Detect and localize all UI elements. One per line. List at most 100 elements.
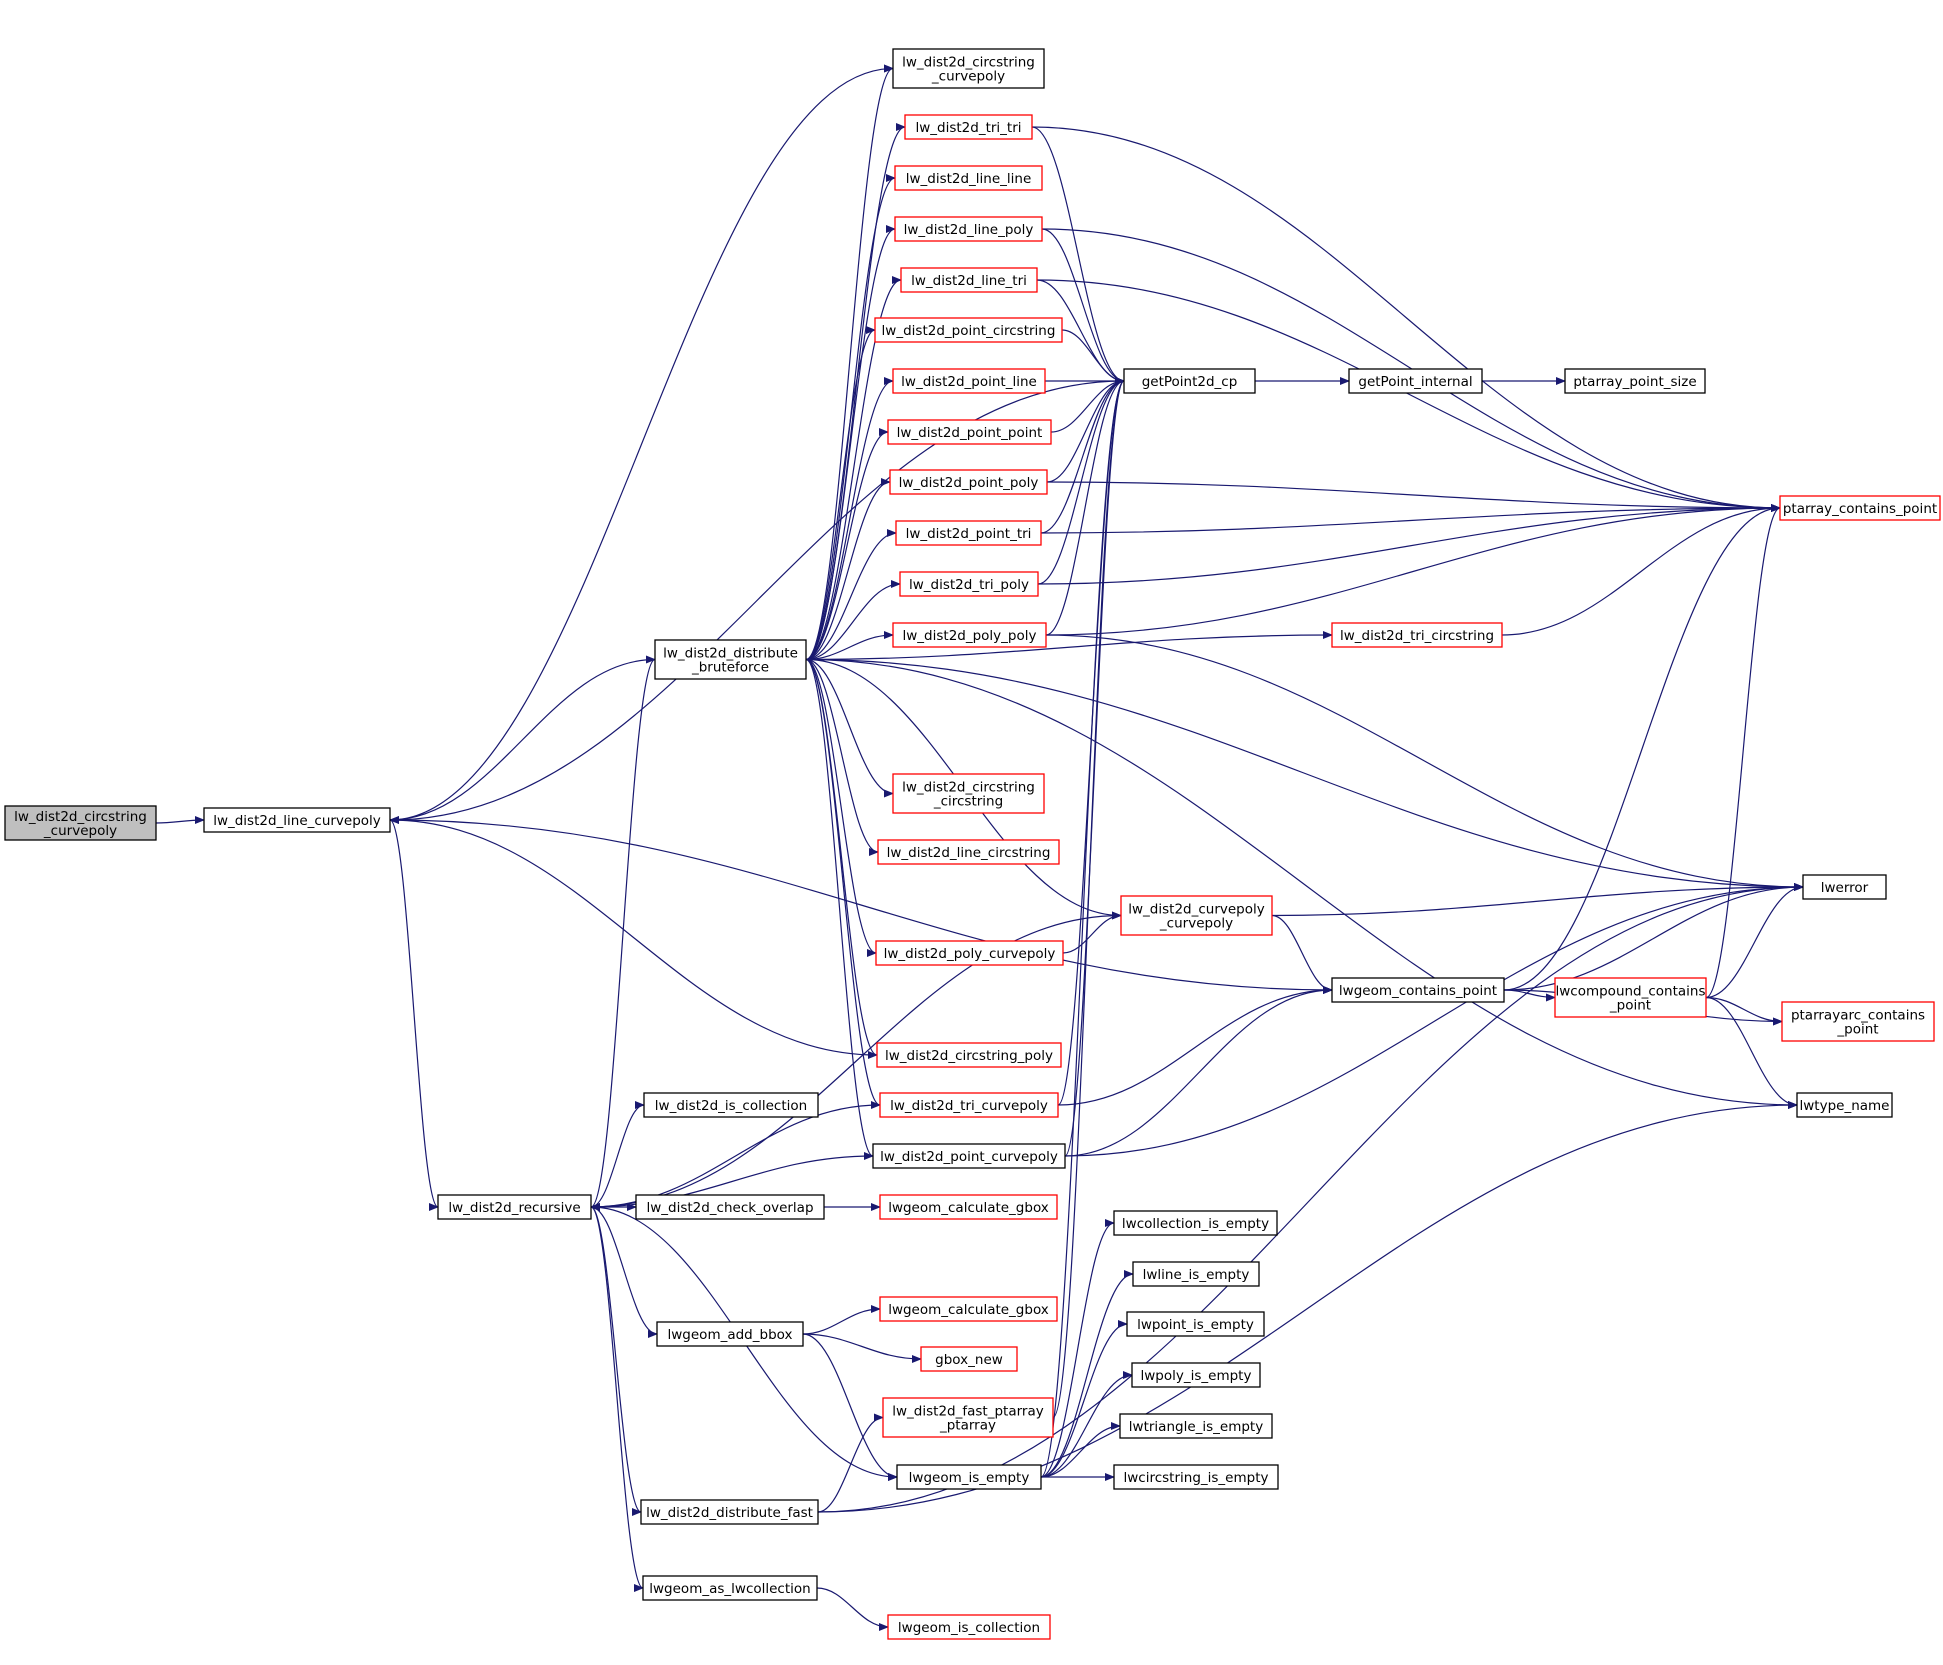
edge-point_curvepoly-to-lwerror	[1064, 883, 1804, 1157]
edge-distribute_bruteforce-to-circstring_curvepoly_top	[805, 64, 894, 661]
node-box-as_lwcollection	[642, 1575, 818, 1601]
node-label-calc_gbox_2-0: lwgeom_calculate_gbox	[888, 1302, 1049, 1318]
node-root[interactable]: lw_dist2d_circstring_curvepoly	[4, 805, 157, 841]
node-line_line[interactable]: lw_dist2d_line_line	[894, 165, 1043, 191]
edge-lwcompound_contains_point-to-ptarrayarc_contains_point	[1705, 996, 1783, 1026]
node-lwgeom_is_empty[interactable]: lwgeom_is_empty	[896, 1464, 1042, 1490]
node-box-tri_curvepoly	[879, 1092, 1059, 1118]
node-box-getpoint2d_cp	[1123, 368, 1256, 394]
node-lwpoly_is_empty[interactable]: lwpoly_is_empty	[1131, 1362, 1261, 1388]
node-lwcompound_contains_point[interactable]: lwcompound_contains_point	[1554, 977, 1707, 1018]
node-box-point_tri	[895, 520, 1042, 546]
node-box-circstring_circstring	[892, 773, 1045, 814]
node-box-lwgeom_is_empty	[896, 1464, 1042, 1490]
node-point_circstring[interactable]: lw_dist2d_point_circstring	[874, 317, 1063, 343]
node-label-ptarray_contains_point-0: ptarray_contains_point	[1783, 501, 1937, 517]
nodes-layer: lw_dist2d_circstring_curvepoly lw_dist2d_…	[4, 48, 1941, 1640]
node-box-point_circstring	[874, 317, 1063, 343]
node-line_poly[interactable]: lw_dist2d_line_poly	[894, 216, 1043, 242]
edge-distribute_bruteforce-to-line_tri	[805, 276, 902, 661]
edge-recursive-to-is_collection	[590, 1101, 645, 1208]
edge-distribute_bruteforce-to-poly_poly	[805, 631, 894, 661]
node-point_line[interactable]: lw_dist2d_point_line	[892, 368, 1046, 394]
node-calc_gbox_2[interactable]: lwgeom_calculate_gbox	[879, 1296, 1058, 1322]
edge-tri_poly-to-ptarray_contains_point	[1037, 504, 1781, 585]
edge-tri_tri-to-getpoint2d_cp	[1031, 126, 1125, 385]
node-label-circstring_circstring-1: _circstring	[933, 794, 1003, 810]
node-tri_circstring[interactable]: lw_dist2d_tri_circstring	[1331, 622, 1503, 648]
node-box-point_line	[892, 368, 1046, 394]
node-recursive[interactable]: lw_dist2d_recursive	[437, 1194, 592, 1220]
node-check_overlap[interactable]: lw_dist2d_check_overlap	[635, 1194, 825, 1220]
edge-line_tri-to-ptarray_contains_point	[1036, 279, 1781, 512]
node-tri_poly[interactable]: lw_dist2d_tri_poly	[899, 571, 1039, 597]
node-getpoint_internal[interactable]: getPoint_internal	[1348, 368, 1483, 394]
node-circstring_circstring[interactable]: lw_dist2d_circstring_circstring	[892, 773, 1045, 814]
node-label-check_overlap-0: lw_dist2d_check_overlap	[646, 1200, 813, 1216]
node-fast_ptarray[interactable]: lw_dist2d_fast_ptarray_ptarray	[882, 1397, 1054, 1438]
node-label-fast_ptarray-1: _ptarray	[939, 1418, 996, 1434]
node-box-add_bbox	[656, 1321, 804, 1347]
node-lwtriangle_is_empty[interactable]: lwtriangle_is_empty	[1119, 1413, 1273, 1439]
node-label-lwpoint_is_empty-0: lwpoint_is_empty	[1137, 1317, 1254, 1333]
node-as_lwcollection[interactable]: lwgeom_as_lwcollection	[642, 1575, 818, 1601]
node-label-ptarrayarc_contains_point-0: ptarrayarc_contains	[1791, 1008, 1925, 1024]
node-circstring_curvepoly_top[interactable]: lw_dist2d_circstring_curvepoly	[892, 48, 1045, 89]
node-poly_curvepoly[interactable]: lw_dist2d_poly_curvepoly	[875, 940, 1064, 966]
node-label-lwgeom_is_empty-0: lwgeom_is_empty	[909, 1470, 1030, 1486]
edge-distribute_bruteforce-to-point_curvepoly	[805, 658, 874, 1160]
edge-point_curvepoly-to-recursive	[590, 1155, 874, 1211]
edge-lwcompound_contains_point-to-ptarray_contains_point	[1705, 504, 1781, 999]
node-line_curvepoly[interactable]: lw_dist2d_line_curvepoly	[203, 807, 391, 833]
node-line_tri[interactable]: lw_dist2d_line_tri	[900, 267, 1038, 293]
edge-tri_tri-to-ptarray_contains_point	[1031, 126, 1781, 512]
node-gbox_new[interactable]: gbox_new	[920, 1346, 1018, 1372]
node-box-tri_circstring	[1331, 622, 1503, 648]
node-label-lwgeom_is_collection-0: lwgeom_is_collection	[898, 1620, 1040, 1636]
node-point_tri[interactable]: lw_dist2d_point_tri	[895, 520, 1042, 546]
node-getpoint2d_cp[interactable]: getPoint2d_cp	[1123, 368, 1256, 394]
node-point_poly[interactable]: lw_dist2d_point_poly	[889, 469, 1048, 495]
node-lwpoint_is_empty[interactable]: lwpoint_is_empty	[1126, 1311, 1265, 1337]
node-is_collection[interactable]: lw_dist2d_is_collection	[643, 1092, 819, 1118]
node-lwgeom_contains_point[interactable]: lwgeom_contains_point	[1331, 977, 1505, 1003]
node-label-line_poly-0: lw_dist2d_line_poly	[904, 222, 1034, 238]
node-label-lwcompound_contains_point-0: lwcompound_contains	[1555, 984, 1705, 1000]
node-circstring_poly[interactable]: lw_dist2d_circstring_poly	[876, 1042, 1062, 1068]
node-lwcircstring_is_empty[interactable]: lwcircstring_is_empty	[1113, 1464, 1279, 1490]
edge-lwcompound_contains_point-to-lwtype_name	[1705, 996, 1798, 1109]
node-label-lwcompound_contains_point-1: _point	[1609, 998, 1651, 1014]
node-lwgeom_is_collection[interactable]: lwgeom_is_collection	[887, 1614, 1051, 1640]
node-calc_gbox_1[interactable]: lwgeom_calculate_gbox	[879, 1194, 1058, 1220]
node-lwtype_name[interactable]: lwtype_name	[1796, 1092, 1893, 1118]
node-distribute_fast[interactable]: lw_dist2d_distribute_fast	[640, 1499, 819, 1525]
node-box-gbox_new	[920, 1346, 1018, 1372]
node-label-point_tri-0: lw_dist2d_point_tri	[906, 526, 1032, 542]
node-tri_tri[interactable]: lw_dist2d_tri_tri	[904, 114, 1033, 140]
node-label-add_bbox-0: lwgeom_add_bbox	[668, 1327, 793, 1343]
edge-point_tri-to-ptarray_contains_point	[1040, 504, 1781, 534]
node-distribute_bruteforce[interactable]: lw_dist2d_distribute_bruteforce	[654, 639, 807, 680]
node-curvepoly_curvepoly[interactable]: lw_dist2d_curvepoly_curvepoly	[1120, 895, 1273, 936]
node-lwcollection_is_empty[interactable]: lwcollection_is_empty	[1113, 1210, 1278, 1236]
node-ptarray_point_size[interactable]: ptarray_point_size	[1564, 368, 1706, 394]
node-ptarrayarc_contains_point[interactable]: ptarrayarc_contains_point	[1781, 1001, 1935, 1042]
node-lwerror[interactable]: lwerror	[1802, 874, 1887, 900]
node-poly_poly[interactable]: lw_dist2d_poly_poly	[892, 622, 1047, 648]
node-lwline_is_empty[interactable]: lwline_is_empty	[1132, 1261, 1260, 1287]
node-point_point[interactable]: lw_dist2d_point_point	[887, 419, 1052, 445]
node-tri_curvepoly[interactable]: lw_dist2d_tri_curvepoly	[879, 1092, 1059, 1118]
node-label-tri_circstring-0: lw_dist2d_tri_circstring	[1340, 628, 1494, 644]
node-add_bbox[interactable]: lwgeom_add_bbox	[656, 1321, 804, 1347]
edge-circstring_poly-to-line_curvepoly	[389, 816, 878, 1056]
node-point_curvepoly[interactable]: lw_dist2d_point_curvepoly	[872, 1143, 1066, 1169]
node-label-as_lwcollection-0: lwgeom_as_lwcollection	[649, 1581, 810, 1597]
node-box-line_curvepoly	[203, 807, 391, 833]
node-box-recursive	[437, 1194, 592, 1220]
node-line_circstring[interactable]: lw_dist2d_line_circstring	[877, 839, 1060, 865]
node-box-lwcircstring_is_empty	[1113, 1464, 1279, 1490]
node-ptarray_contains_point[interactable]: ptarray_contains_point	[1779, 495, 1941, 521]
node-box-lwgeom_contains_point	[1331, 977, 1505, 1003]
node-label-circstring_poly-0: lw_dist2d_circstring_poly	[885, 1048, 1053, 1064]
